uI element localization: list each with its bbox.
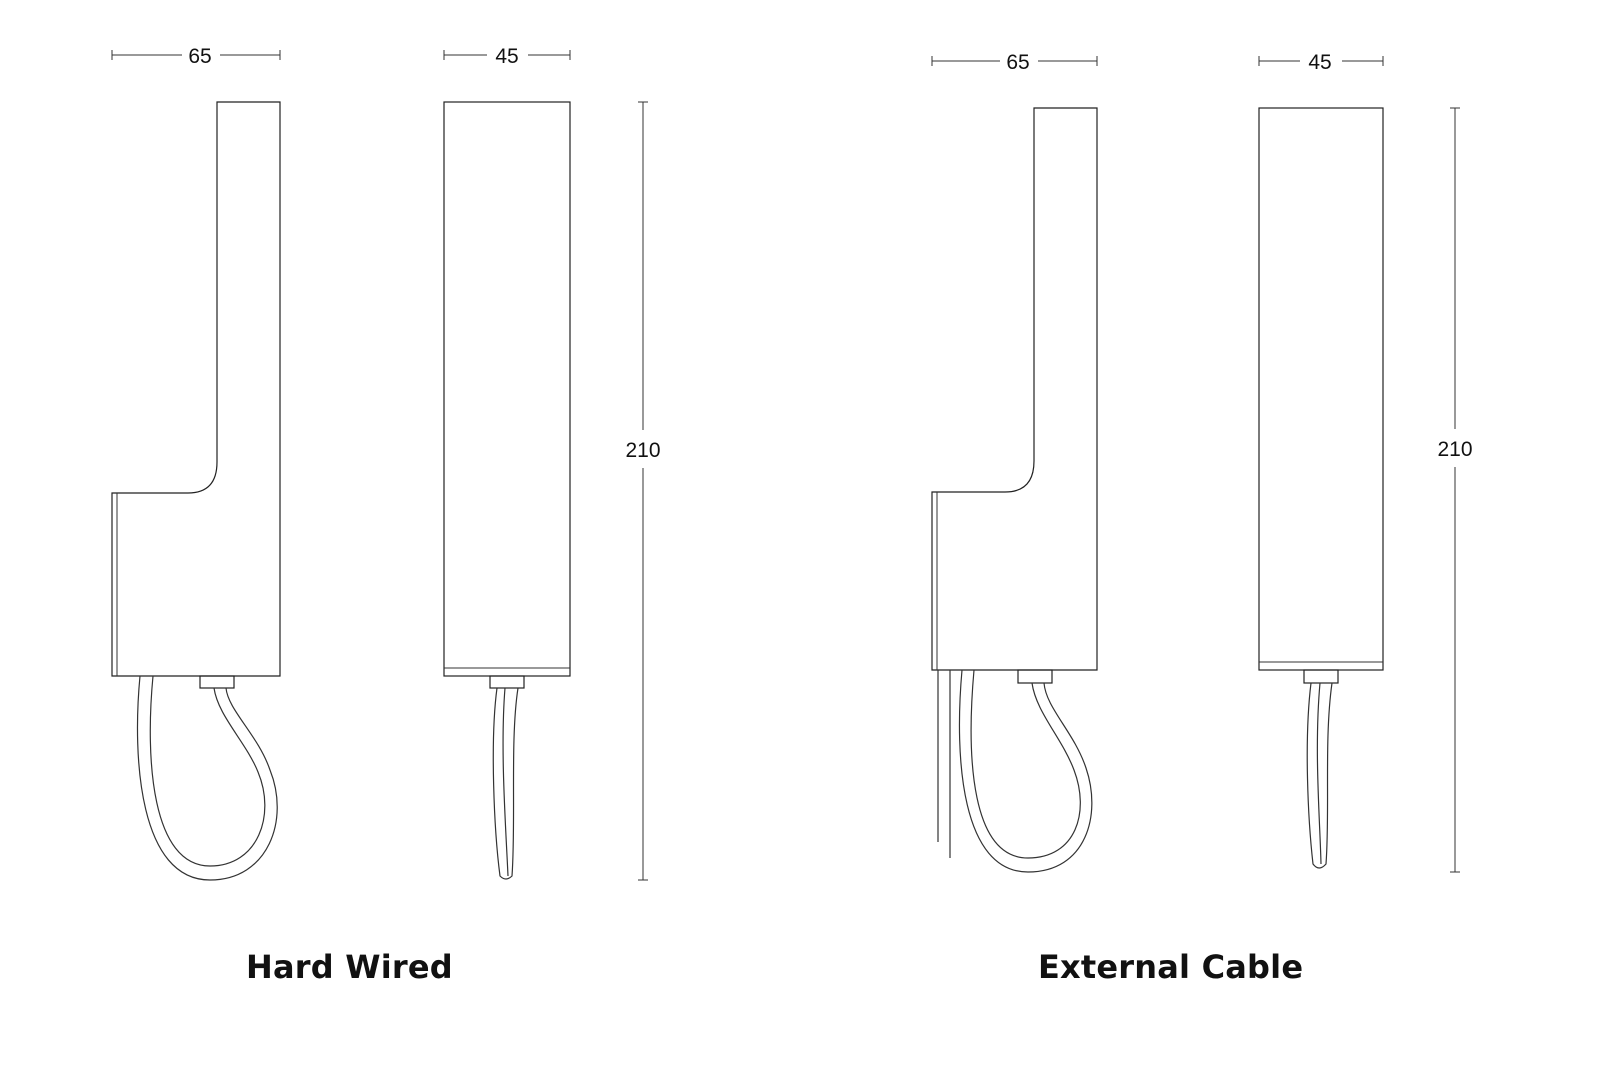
hard-wired-front-width-dimension: 45 (443, 45, 571, 68)
hard-wired-side-width-label: 65 (188, 45, 211, 68)
external-cable-front-socket (1303, 669, 1339, 684)
external-cable-height-label: 210 (1437, 438, 1472, 461)
external-cable-height-dimension: 210 (1437, 107, 1473, 873)
external-cable-side-cable (958, 669, 1093, 873)
external-cable-caption: External Cable (1038, 948, 1304, 986)
external-cable-side-width-dimension: 65 (931, 51, 1098, 74)
external-cable-front-view: 45 (1258, 51, 1384, 869)
hard-wired-front-view: 45 (443, 45, 571, 880)
hard-wired-front-socket (489, 675, 525, 689)
external-cable-front-width-label: 45 (1308, 51, 1331, 74)
hard-wired-side-body (111, 101, 281, 677)
hard-wired-side-socket (199, 675, 235, 689)
external-cable-side-view: 65 (931, 51, 1098, 873)
hard-wired-front-body (443, 101, 571, 677)
hard-wired-side-view: 65 (111, 45, 281, 881)
hard-wired-side-cable (136, 675, 278, 881)
hard-wired-caption: Hard Wired (246, 948, 453, 986)
hard-wired-height-label: 210 (625, 439, 660, 462)
external-cable-side-socket (1017, 669, 1053, 684)
external-cable-front-body (1258, 107, 1384, 671)
external-cable-side-width-label: 65 (1006, 51, 1029, 74)
hard-wired-side-width-dimension: 65 (111, 45, 281, 68)
external-cable-front-cable (1306, 682, 1333, 869)
external-cable-side-body (931, 107, 1098, 671)
hard-wired-front-cable (492, 687, 519, 880)
external-cable-front-width-dimension: 45 (1258, 51, 1384, 74)
hard-wired-front-width-label: 45 (495, 45, 518, 68)
hard-wired-height-dimension: 210 (625, 101, 661, 881)
